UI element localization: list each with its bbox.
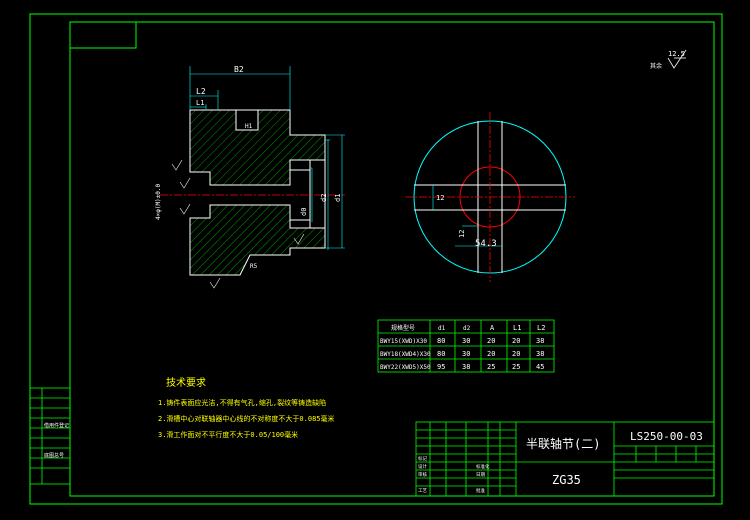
svg-text:BWY18(XWD4)X30: BWY18(XWD4)X30: [380, 351, 431, 358]
dim-hole: 4×φ(M)±0.0: [155, 183, 162, 220]
side-block: [29, 387, 71, 485]
svg-text:BWY22(XWD5)X50: BWY22(XWD5)X50: [380, 364, 431, 371]
svg-text:20: 20: [512, 337, 520, 345]
tech-title: 技术要求: [166, 376, 206, 389]
tech-item-2: 2.滑槽中心对联轴器中心线的不对称度不大于0.085毫米: [158, 414, 335, 423]
dim-r5: R5: [250, 263, 258, 270]
svg-text:L1: L1: [513, 324, 521, 332]
dim-l2: L2: [196, 87, 206, 96]
tb-design: 设计: [418, 463, 427, 470]
svg-text:30: 30: [462, 350, 470, 358]
surface-finish-label: 其余: [650, 62, 662, 70]
end-dims: [432, 185, 502, 247]
dim-h: H1: [245, 123, 253, 130]
surface-finish-value: 12.5: [668, 50, 685, 58]
svg-text:20: 20: [487, 350, 495, 358]
svg-text:d1: d1: [438, 325, 446, 332]
svg-text:规格型号: 规格型号: [391, 324, 415, 332]
svg-text:38: 38: [462, 363, 470, 371]
section-view: [160, 109, 345, 276]
side-label-1: 借用件登记: [44, 422, 69, 429]
svg-text:BWY15(XWD)X30: BWY15(XWD)X30: [380, 338, 427, 345]
inner-border: [69, 21, 715, 497]
svg-text:30: 30: [462, 337, 470, 345]
drawing-number: LS250-00-03: [630, 430, 703, 443]
svg-text:38: 38: [536, 337, 544, 345]
material: ZG35: [552, 473, 581, 487]
svg-text:80: 80: [437, 350, 445, 358]
end-view: [405, 112, 575, 282]
dim-d1: d1: [334, 194, 342, 202]
title-block: [415, 421, 715, 497]
tb-process: 工艺: [418, 488, 427, 494]
tb-std: 标准化: [476, 463, 490, 470]
finish-marks: [171, 159, 305, 289]
dim-d0: d0: [300, 208, 308, 216]
svg-text:25: 25: [487, 363, 495, 371]
svg-text:25: 25: [512, 363, 520, 371]
dim-lines: [189, 66, 345, 250]
tech-item-1: 1.铸件表面应光洁,不得有气孔,缩孔,裂纹等铸造缺陷: [158, 398, 326, 407]
svg-text:d2: d2: [463, 325, 471, 332]
outer-border: [29, 13, 723, 505]
svg-text:A: A: [490, 324, 495, 332]
svg-text:20: 20: [512, 350, 520, 358]
spec-table-rows: BWY15(XWD)X30 80 30 20 20 38 BWY18(XWD4)…: [380, 337, 544, 371]
svg-text:20: 20: [487, 337, 495, 345]
tech-item-3: 3.滑工作面对不平行度不大于0.05/100毫米: [158, 430, 298, 439]
dim-12b: 12: [458, 230, 466, 238]
tb-date: 日期: [476, 472, 485, 478]
dim-b2: B2: [234, 65, 244, 74]
svg-text:L2: L2: [537, 324, 545, 332]
dim-12a: 12: [436, 194, 444, 202]
dim-l1: L1: [196, 99, 204, 107]
spec-table-headers: 规格型号 d1 d2 A L1 L2: [391, 324, 545, 332]
svg-text:80: 80: [437, 337, 445, 345]
tb-check: 审核: [418, 471, 427, 478]
spec-table: [377, 319, 555, 373]
corner-box: [69, 21, 137, 49]
side-label-2: 底图总号: [44, 452, 64, 459]
svg-text:45: 45: [536, 363, 544, 371]
dim-54: 54.3: [475, 239, 497, 249]
surface-finish-symbol: [667, 49, 687, 69]
dim-d2: d2: [320, 194, 328, 202]
part-name: 半联轴节(二): [526, 436, 600, 451]
svg-text:95: 95: [437, 363, 445, 371]
svg-text:38: 38: [536, 350, 544, 358]
tb-mark: 标记: [418, 455, 427, 462]
tb-approve: 批准: [476, 487, 485, 494]
